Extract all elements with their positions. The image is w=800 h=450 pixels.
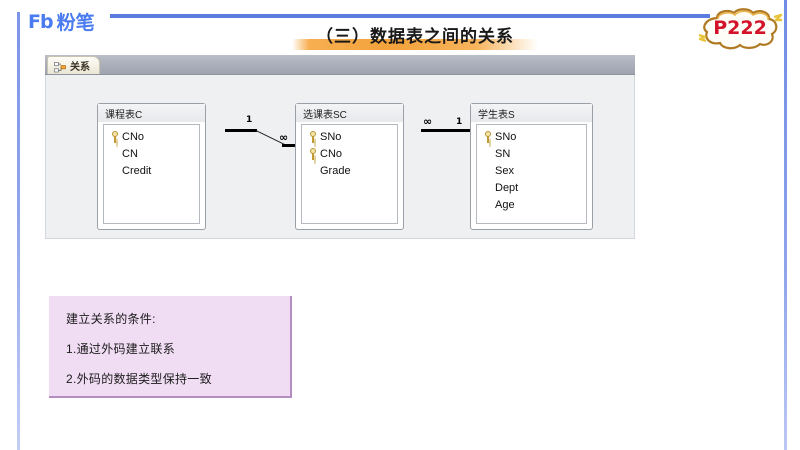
page-title-text: （三）数据表之间的关系 bbox=[316, 27, 514, 47]
brand-name: 粉笔 bbox=[56, 13, 95, 34]
relationship-connector[interactable]: ∞ 1 bbox=[421, 113, 471, 139]
field-label: Grade bbox=[320, 164, 351, 177]
brand-logo: Fb 粉笔 bbox=[28, 8, 95, 35]
table-box-title: 选课表SC bbox=[303, 109, 347, 121]
note-line: 1.通过外码建立联系 bbox=[66, 342, 176, 356]
decorative-right-rule bbox=[784, 0, 787, 450]
field-label: CN bbox=[122, 147, 138, 160]
cardinality-label-many: ∞ bbox=[279, 131, 289, 144]
field-label: Age bbox=[495, 198, 515, 211]
table-field[interactable]: SN bbox=[477, 145, 586, 162]
table-field[interactable]: CN bbox=[104, 145, 199, 162]
field-label: SNo bbox=[320, 130, 342, 143]
relationships-canvas[interactable]: 课程表C CNo CN Credit bbox=[45, 75, 635, 239]
title-highlight-brush bbox=[292, 39, 538, 50]
primary-key-icon bbox=[108, 130, 122, 143]
table-field[interactable]: SNo bbox=[477, 128, 586, 145]
note-line: 2.外码的数据类型保持一致 bbox=[66, 372, 212, 386]
relationship-line bbox=[421, 129, 471, 132]
page-number-badge: P222 bbox=[697, 8, 783, 50]
table-field[interactable]: CNo bbox=[104, 128, 199, 145]
fenbi-mark-icon: Fb bbox=[28, 10, 54, 33]
field-label: SNo bbox=[495, 130, 517, 143]
cloud-shape-icon bbox=[698, 8, 783, 50]
relationships-icon bbox=[54, 60, 66, 73]
field-label: CNo bbox=[320, 147, 343, 160]
table-field[interactable]: Credit bbox=[104, 162, 199, 179]
table-field[interactable]: SNo bbox=[302, 128, 397, 145]
relationship-line-left bbox=[225, 129, 257, 132]
table-box-title: 学生表S bbox=[478, 109, 515, 121]
note-callout: 建立关系的条件: 1.通过外码建立联系 2.外码的数据类型保持一致 bbox=[49, 296, 292, 398]
field-label: Credit bbox=[122, 164, 152, 177]
relationship-connector[interactable]: 1 ∞ bbox=[225, 113, 296, 147]
table-box-title: 课程表C bbox=[105, 109, 143, 121]
table-box-header[interactable]: 学生表S bbox=[471, 104, 592, 122]
table-field-list[interactable]: SNo CNo Grade bbox=[301, 124, 398, 224]
relationship-line-right bbox=[282, 144, 296, 147]
table-box[interactable]: 选课表SC SNo CNo Grade bbox=[295, 103, 404, 230]
table-box-header[interactable]: 课程表C bbox=[98, 104, 205, 122]
table-field[interactable]: Sex bbox=[477, 162, 586, 179]
cardinality-label-many: ∞ bbox=[423, 115, 433, 128]
field-label: CNo bbox=[122, 130, 145, 143]
table-field[interactable]: Grade bbox=[302, 162, 397, 179]
table-field-list[interactable]: CNo CN Credit bbox=[103, 124, 200, 224]
document-tab-bar: 关系 bbox=[45, 55, 635, 75]
cardinality-label-one: 1 bbox=[456, 117, 463, 127]
note-line: 建立关系的条件: bbox=[66, 312, 156, 326]
primary-key-icon bbox=[481, 130, 495, 143]
table-field[interactable]: Age bbox=[477, 196, 586, 213]
primary-key-icon bbox=[306, 130, 320, 143]
table-field[interactable]: CNo bbox=[302, 145, 397, 162]
field-label: Sex bbox=[495, 164, 514, 177]
table-box[interactable]: 学生表S SNo SN Sex bbox=[470, 103, 593, 230]
primary-key-icon bbox=[306, 147, 320, 160]
access-relationships-window: 关系 课程表C CNo CN bbox=[45, 55, 635, 239]
tab-relationships-label: 关系 bbox=[70, 62, 90, 73]
field-label: Dept bbox=[495, 181, 519, 194]
table-box[interactable]: 课程表C CNo CN Credit bbox=[97, 103, 206, 230]
decorative-top-rule bbox=[110, 14, 710, 18]
page-title: （三）数据表之间的关系 bbox=[280, 22, 550, 52]
cardinality-label-one: 1 bbox=[246, 115, 253, 125]
field-label: SN bbox=[495, 147, 511, 160]
table-field[interactable]: Dept bbox=[477, 179, 586, 196]
page-number-label: P222 bbox=[713, 17, 767, 39]
table-box-header[interactable]: 选课表SC bbox=[296, 104, 403, 122]
tab-relationships[interactable]: 关系 bbox=[47, 56, 100, 74]
table-field-list[interactable]: SNo SN Sex Dept bbox=[476, 124, 587, 224]
decorative-left-rule bbox=[17, 12, 20, 450]
